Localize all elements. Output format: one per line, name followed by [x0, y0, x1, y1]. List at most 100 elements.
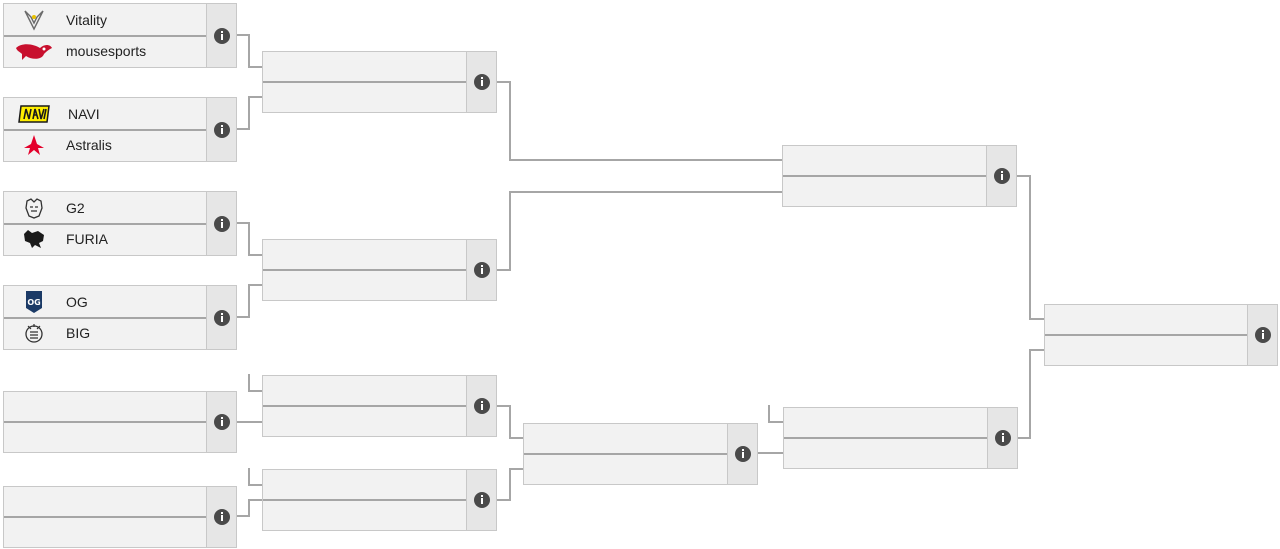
team-slot-vitality[interactable]: Vitality — [4, 4, 207, 36]
team-name: Vitality — [66, 11, 107, 28]
connector — [1016, 349, 1044, 439]
divider — [263, 81, 496, 83]
team-slot-empty[interactable] — [524, 424, 728, 454]
match-sf1[interactable] — [262, 51, 497, 113]
match-lower-r1-a[interactable] — [3, 391, 237, 453]
connector — [248, 468, 262, 486]
connector — [496, 468, 523, 501]
team-slot-empty[interactable] — [263, 82, 467, 112]
connector — [768, 405, 783, 423]
info-icon[interactable] — [995, 430, 1011, 446]
divider — [4, 128, 236, 131]
divider — [263, 405, 496, 407]
team-slot-furia[interactable]: FURIA — [4, 224, 207, 256]
match-lower-final[interactable] — [783, 407, 1018, 469]
match-lower-r2-b[interactable] — [262, 469, 497, 531]
team-slot-empty[interactable] — [1045, 305, 1248, 335]
info-icon[interactable] — [1255, 327, 1271, 343]
furia-panther-logo-icon — [22, 227, 46, 251]
team-name: OG — [66, 293, 88, 310]
team-slot-empty[interactable] — [263, 240, 467, 270]
connector — [236, 34, 262, 68]
info-icon[interactable] — [735, 446, 751, 462]
divider — [263, 499, 496, 501]
info-icon[interactable] — [474, 492, 490, 508]
info-icon[interactable] — [474, 74, 490, 90]
team-slot-empty[interactable] — [784, 438, 988, 468]
team-slot-empty[interactable] — [263, 406, 467, 436]
divider — [4, 316, 236, 319]
astralis-star-logo-icon — [22, 133, 46, 157]
team-slot-empty[interactable] — [784, 408, 988, 438]
connector — [248, 374, 262, 392]
team-slot-empty[interactable] — [263, 500, 467, 530]
team-name: mousesports — [66, 43, 147, 60]
connector — [496, 405, 523, 439]
info-icon[interactable] — [214, 215, 230, 232]
info-icon[interactable] — [994, 168, 1010, 184]
match-qf3[interactable]: G2 FURIA — [3, 191, 237, 256]
team-slot-empty[interactable] — [1045, 335, 1248, 365]
team-slot-mousesports[interactable]: mousesports — [4, 36, 207, 68]
match-lower-r1-b[interactable] — [3, 486, 237, 548]
match-sf2[interactable] — [262, 239, 497, 301]
connector — [496, 81, 782, 161]
team-slot-empty[interactable] — [4, 392, 207, 422]
info-icon[interactable] — [474, 262, 490, 278]
team-slot-empty[interactable] — [4, 487, 207, 517]
info-icon[interactable] — [214, 509, 230, 525]
divider — [1045, 334, 1277, 336]
team-slot-navi[interactable]: NAVI — [4, 98, 207, 130]
divider — [784, 437, 1017, 439]
vitality-bee-logo-icon — [22, 8, 46, 32]
match-lower-r3[interactable] — [523, 423, 758, 485]
team-name: Astralis — [66, 137, 112, 154]
connector — [236, 222, 262, 256]
team-slot-og[interactable]: OG OG — [4, 286, 207, 318]
divider — [263, 269, 496, 271]
team-slot-g2[interactable]: G2 — [4, 192, 207, 224]
connector — [1016, 175, 1044, 320]
team-name: NAVI — [68, 105, 100, 122]
team-slot-empty[interactable] — [4, 422, 207, 452]
match-grand-final[interactable] — [1044, 304, 1278, 366]
info-icon[interactable] — [214, 414, 230, 430]
navi-logo-icon — [18, 102, 50, 126]
team-slot-empty[interactable] — [524, 454, 728, 484]
match-qf1[interactable]: Vitality mousesports — [3, 3, 237, 68]
team-slot-big[interactable]: BIG — [4, 318, 207, 350]
divider — [4, 421, 236, 423]
connector — [236, 96, 262, 130]
team-slot-empty[interactable] — [783, 146, 987, 176]
team-slot-empty[interactable] — [263, 52, 467, 82]
info-icon[interactable] — [214, 27, 230, 44]
info-icon[interactable] — [214, 121, 230, 138]
team-slot-empty[interactable] — [783, 176, 987, 206]
divider — [524, 453, 757, 455]
connector — [496, 191, 782, 271]
g2-samurai-logo-icon — [22, 196, 46, 220]
match-qf4[interactable]: OG OG BIG — [3, 285, 237, 350]
team-name: G2 — [66, 199, 85, 216]
connector — [236, 284, 262, 318]
team-slot-empty[interactable] — [263, 270, 467, 300]
team-slot-empty[interactable] — [263, 470, 467, 500]
divider — [4, 222, 236, 225]
svg-text:OG: OG — [27, 298, 40, 307]
match-lower-r2-a[interactable] — [262, 375, 497, 437]
team-slot-astralis[interactable]: Astralis — [4, 130, 207, 162]
mousesports-mouse-logo-icon — [14, 39, 54, 63]
team-slot-empty[interactable] — [263, 376, 467, 406]
info-icon[interactable] — [474, 398, 490, 414]
og-logo-icon: OG — [22, 290, 46, 314]
match-upper-final[interactable] — [782, 145, 1017, 207]
team-slot-empty[interactable] — [4, 517, 207, 547]
team-name: BIG — [66, 325, 91, 342]
divider — [4, 34, 236, 37]
match-qf2[interactable]: NAVI Astralis — [3, 97, 237, 162]
big-logo-icon — [22, 321, 46, 345]
divider — [4, 516, 236, 518]
info-icon[interactable] — [214, 309, 230, 326]
connector — [236, 499, 262, 517]
